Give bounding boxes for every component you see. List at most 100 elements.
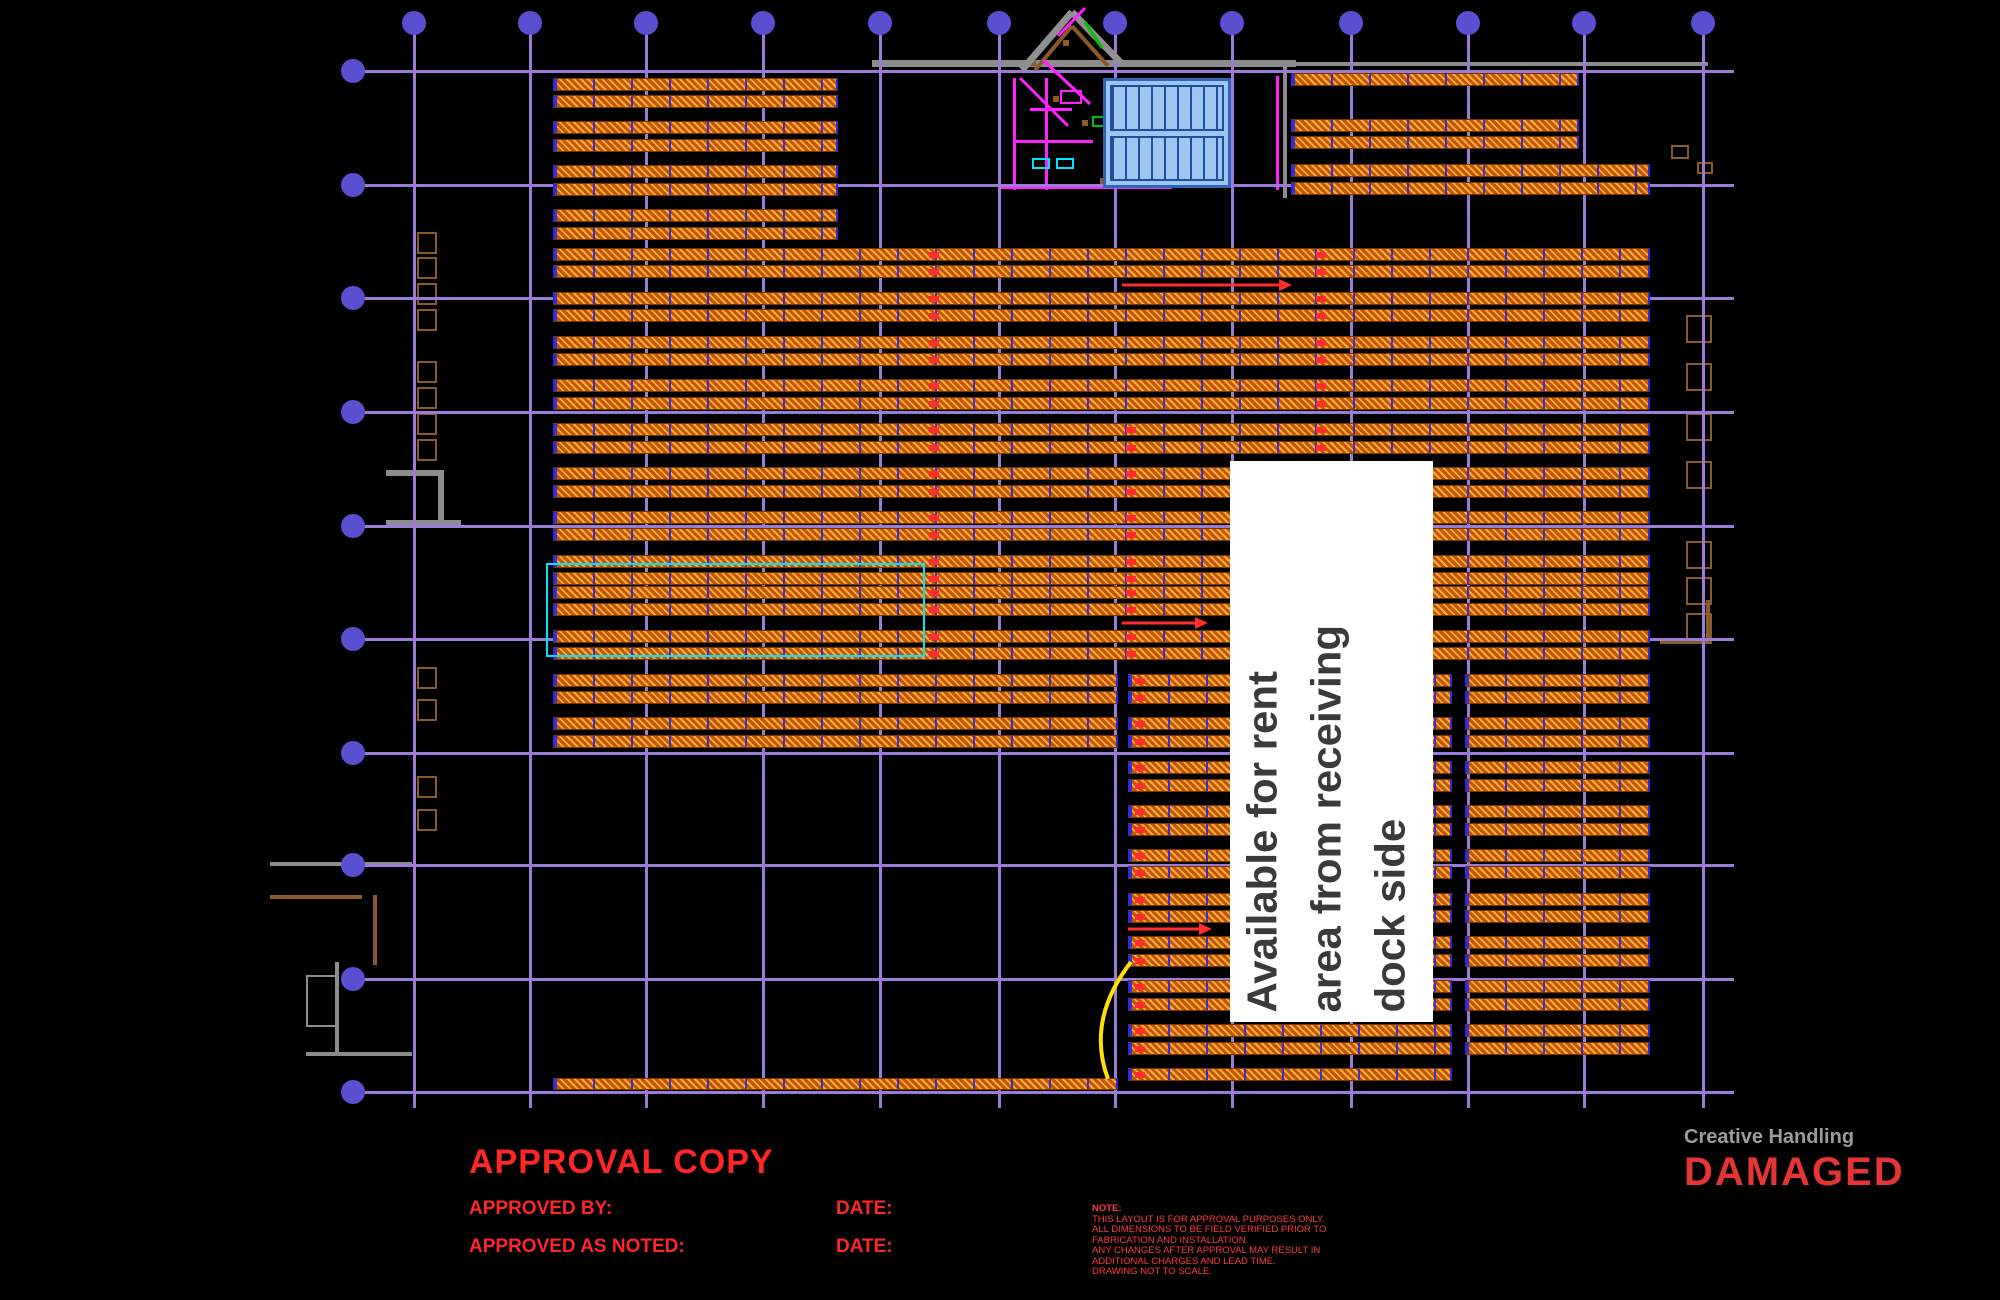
flue-spacer-mark xyxy=(929,634,939,640)
detail-segment xyxy=(1082,120,1088,126)
detail-box xyxy=(417,667,437,689)
flue-spacer-mark xyxy=(1126,471,1136,477)
flue-spacer-mark xyxy=(1135,853,1145,859)
rack-row xyxy=(553,467,1650,480)
flue-spacer-mark xyxy=(1316,296,1326,302)
grid-bubble-column xyxy=(751,11,775,35)
rack-row xyxy=(1291,136,1579,149)
detail-segment xyxy=(1030,60,1036,66)
flue-spacer-mark xyxy=(929,445,939,451)
detail-segment xyxy=(438,470,444,526)
flue-spacer-mark xyxy=(929,471,939,477)
flue-spacer-mark xyxy=(1135,870,1145,876)
blue-grid-section xyxy=(1110,135,1224,181)
detail-box xyxy=(1032,158,1050,169)
rack-row xyxy=(553,423,1650,436)
flue-spacer-mark xyxy=(929,252,939,258)
callout-line: dock side xyxy=(1366,818,1413,1012)
rack-row xyxy=(553,485,1650,498)
rack-row xyxy=(553,441,1650,454)
rack-row xyxy=(1465,893,1650,906)
flue-spacer-mark xyxy=(1316,269,1326,275)
detail-box xyxy=(417,257,437,279)
rack-row xyxy=(1291,182,1650,195)
rack-row xyxy=(1465,980,1650,993)
grid-line-horizontal xyxy=(362,864,1734,867)
flue-spacer-mark xyxy=(1135,1028,1145,1034)
flue-spacer-mark xyxy=(929,313,939,319)
detail-box xyxy=(1060,90,1082,104)
rack-row xyxy=(1291,164,1650,177)
flue-spacer-mark xyxy=(1126,590,1136,596)
flue-spacer-mark xyxy=(929,559,939,565)
flue-spacer-mark xyxy=(929,607,939,613)
rack-row xyxy=(1128,1068,1452,1081)
detail-box xyxy=(417,439,437,461)
grid-bubble-column xyxy=(1456,11,1480,35)
detail-segment xyxy=(1013,140,1093,143)
detail-box xyxy=(417,699,437,721)
flue-spacer-mark xyxy=(929,590,939,596)
rack-row xyxy=(1465,849,1650,862)
flue-spacer-mark xyxy=(1135,984,1145,990)
rack-row xyxy=(553,1078,1118,1090)
detail-segment xyxy=(1063,40,1069,46)
grid-bubble-column xyxy=(1572,11,1596,35)
flue-spacer-mark xyxy=(929,296,939,302)
rack-row xyxy=(553,353,1650,366)
flue-spacer-mark xyxy=(1135,940,1145,946)
rack-row xyxy=(553,511,1650,524)
grid-line-vertical xyxy=(998,34,1001,1108)
flue-spacer-mark xyxy=(1126,576,1136,582)
detail-box xyxy=(417,361,437,383)
rack-row xyxy=(553,397,1650,410)
grid-line-horizontal xyxy=(362,752,1734,755)
detail-box xyxy=(1686,613,1712,641)
flue-spacer-mark xyxy=(1316,252,1326,258)
damaged-stamp: DAMAGED xyxy=(1684,1150,1905,1194)
detail-segment xyxy=(1045,78,1048,190)
rack-row xyxy=(553,735,1118,748)
flue-spacer-mark xyxy=(1126,559,1136,565)
rack-row xyxy=(553,227,838,240)
grid-bubble-row xyxy=(341,514,365,538)
flue-spacer-mark xyxy=(1316,427,1326,433)
flue-spacer-mark xyxy=(1316,383,1326,389)
detail-box xyxy=(417,232,437,254)
rack-row xyxy=(553,691,1118,704)
blue-grid-section xyxy=(1110,85,1224,131)
flue-spacer-mark xyxy=(1126,532,1136,538)
rack-row xyxy=(1128,1024,1452,1037)
highlight-rectangle-cyan xyxy=(546,563,925,657)
rack-row xyxy=(1465,779,1650,792)
rack-row xyxy=(553,717,1118,730)
flue-spacer-mark xyxy=(1316,445,1326,451)
rack-row xyxy=(553,292,1650,305)
flue-spacer-mark xyxy=(1316,401,1326,407)
grid-bubble-row xyxy=(341,967,365,991)
flue-spacer-mark xyxy=(1316,313,1326,319)
rack-row xyxy=(553,603,1650,616)
flue-spacer-mark xyxy=(1135,739,1145,745)
grid-line-horizontal xyxy=(362,1091,1734,1094)
detail-segment xyxy=(386,520,461,526)
grid-line-horizontal xyxy=(362,525,1734,528)
flue-spacer-mark xyxy=(1135,765,1145,771)
grid-bubble-column xyxy=(402,11,426,35)
detail-segment xyxy=(1030,108,1072,111)
flue-spacer-mark xyxy=(1135,1072,1145,1078)
flue-spacer-mark xyxy=(1126,445,1136,451)
grid-bubble-row xyxy=(341,286,365,310)
grid-line-vertical xyxy=(1467,34,1470,1108)
flue-spacer-mark xyxy=(1126,489,1136,495)
grid-bubble-column xyxy=(987,11,1011,35)
grid-bubble-row xyxy=(341,741,365,765)
detail-box xyxy=(417,413,437,435)
flue-spacer-mark xyxy=(929,427,939,433)
rack-row xyxy=(1465,691,1650,704)
flue-spacer-mark xyxy=(1126,607,1136,613)
rack-row xyxy=(553,647,1650,660)
detail-box xyxy=(417,309,437,331)
rack-row xyxy=(1465,823,1650,836)
detail-box xyxy=(1697,162,1713,174)
